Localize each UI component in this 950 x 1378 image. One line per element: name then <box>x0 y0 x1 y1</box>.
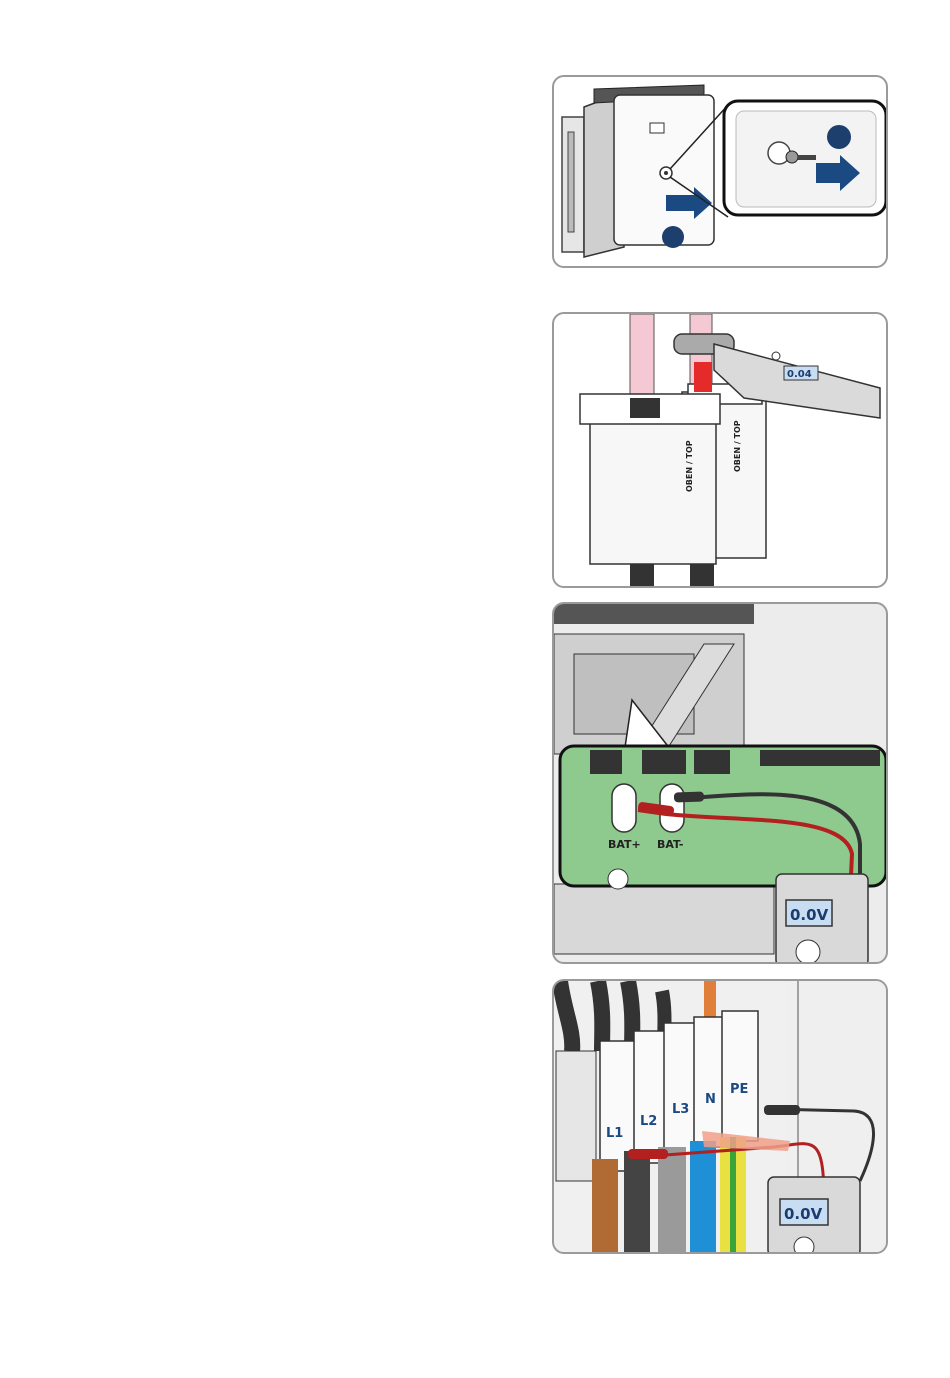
figure-remove-enclosure-lid <box>552 75 888 268</box>
terminal-bat-plus: BAT+ <box>608 838 641 851</box>
terminal-l3: L3 <box>672 1102 689 1117</box>
terminal-l2: L2 <box>640 1114 657 1129</box>
terminal-bat-minus: BAT- <box>657 838 684 851</box>
terminal-pe: PE <box>730 1082 748 1097</box>
figure-ac-terminals: L1 L2 L3 N PE 0.0V <box>552 979 888 1254</box>
multimeter-reading: 0.0V <box>790 906 829 924</box>
terminal-n: N <box>705 1092 716 1107</box>
label-back: OBEN / TOP <box>733 420 742 472</box>
clamp-meter-reading: 0.04 <box>787 369 812 380</box>
figure-battery-terminals: BAT+ BAT- 0.0V <box>552 602 888 964</box>
terminal-l1: L1 <box>606 1126 623 1141</box>
callout-2 <box>662 226 684 248</box>
ac-multimeter-reading: 0.0V <box>784 1205 823 1223</box>
figure-clamp-meter: OBEN / TOP OBEN / TOP 0.04 <box>552 312 888 588</box>
callout-1 <box>827 125 851 149</box>
label-front: OBEN / TOP <box>685 440 694 492</box>
